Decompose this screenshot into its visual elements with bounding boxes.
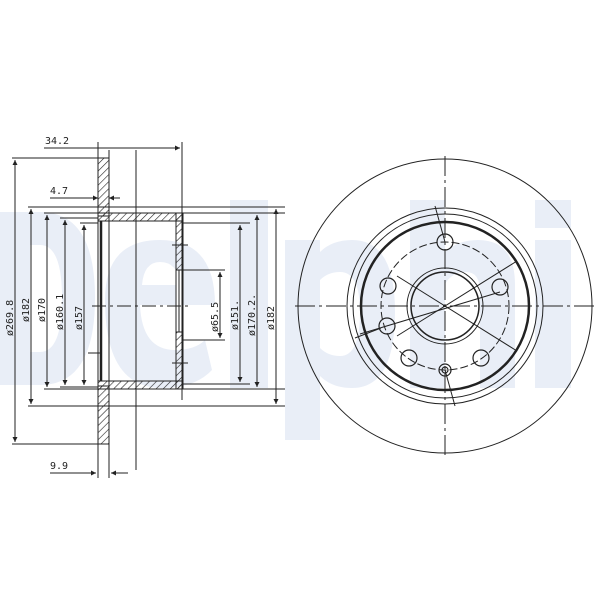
dim-d170-2: ø170.2. — [247, 294, 258, 336]
dim-d170: ø170 — [37, 298, 48, 322]
dim-d160-1: ø160.1 — [55, 294, 66, 330]
dim-d157: ø157 — [74, 306, 85, 330]
dim-overall-height: 34.2 — [45, 136, 69, 147]
dim-center-bore: ø65.5 — [210, 302, 221, 332]
dim-d182-right: ø182 — [266, 306, 277, 330]
dim-d151: ø151. — [230, 300, 241, 330]
dim-d182-left: ø182 — [21, 298, 32, 322]
dim-hub-offset: 4.7 — [50, 186, 68, 197]
dim-disc-thickness: 9.9 — [50, 461, 68, 472]
dim-outer-diameter: ø269.8 — [5, 300, 16, 336]
